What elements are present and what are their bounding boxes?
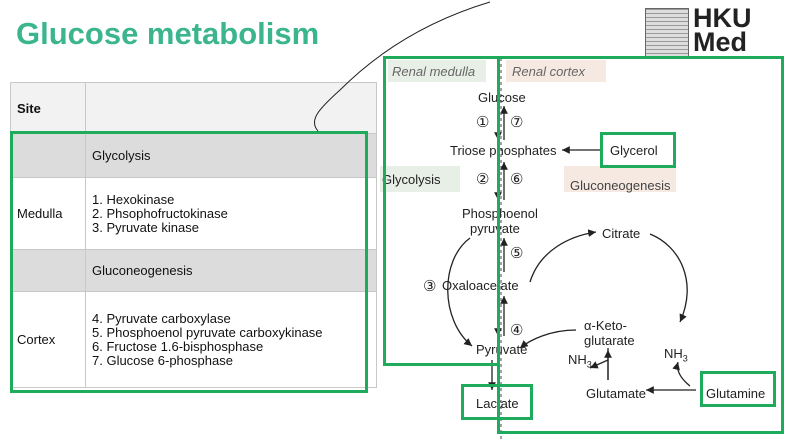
step-4: ④ [510,322,524,339]
cortex-row: Cortex 4. Pyruvate carboxylase 5. Phosph… [10,291,377,388]
pyruvate-label: Pyruvate [476,342,528,357]
renal-medulla-frame [383,56,500,366]
renal-cortex-label: Renal cortex [512,64,585,79]
renal-medulla-bg [388,60,486,82]
triose-label: Triose phosphates [450,143,557,158]
gluconeogenesis-bg [564,166,676,192]
step-5: ⑤ [510,245,524,262]
cortex-site: Cortex [10,291,86,388]
header-blank [85,82,377,134]
glucose-label: Glucose [478,90,526,105]
step-1: ① [476,114,490,131]
table-highlight-frame [10,131,368,393]
step-item: 5. Phosphoenol pyruvate carboxykinase [92,324,323,340]
aketo-label-1: α-Keto- [584,318,627,333]
step-item: 4. Pyruvate carboxylase [92,310,231,326]
renal-cortex-bg [506,60,606,82]
citrate-label: Citrate [602,226,641,241]
step-item: 6. Fructose 1.6-bisphosphase [92,338,264,354]
pep-label-2: pyruvate [470,221,520,236]
medulla-site: Medulla [10,177,86,250]
crest-icon [645,8,689,58]
gluconeogenesis-label: Gluconeogenesis [570,178,671,193]
logo-line2: Med [693,27,747,57]
logo-line1: HKU [693,3,752,33]
gluconeogenesis-row: Gluconeogenesis [10,249,377,292]
glycerol-label: Glycerol [610,143,658,158]
table-header-row: Site [10,82,377,134]
step-item: 7. Glucose 6-phosphase [92,352,233,368]
lactate-frame [461,384,533,420]
glutamine-frame [700,371,776,407]
header-site: Site [10,82,86,134]
aketo-label-2: glutarate [584,333,635,348]
glutamine-label: Glutamine [706,386,766,401]
step-3: ③ [423,278,437,295]
step-item: 2. Phsophofructokinase [92,205,228,221]
step-6: ⑥ [510,171,524,188]
glycolysis-bg [380,166,460,192]
hku-med-logo: HKU Med [645,3,791,58]
gluconeogenesis-label: Gluconeogenesis [85,249,377,292]
glutamate-label: Glutamate [586,386,646,401]
site-table: Site Glycolysis Medulla 1. Hexokinase 2.… [10,82,377,388]
glycerol-frame [600,132,676,168]
page-title: Glucose metabolism [16,16,320,51]
nh3-label-left: NH3 [568,352,592,370]
gluconeogenesis-site-blank [10,249,86,292]
glycolysis-label: Glycolysis [382,172,441,187]
renal-medulla-label: Renal medulla [392,64,476,79]
step-7: ⑦ [510,114,524,131]
nh3-label-right: NH3 [664,346,688,364]
medulla-row: Medulla 1. Hexokinase 2. Phsophofructoki… [10,177,377,250]
cortex-steps: 4. Pyruvate carboxylase 5. Phosphoenol p… [85,291,377,388]
step-item: 3. Pyruvate kinase [92,219,199,235]
step-2: ② [476,171,490,188]
medulla-steps: 1. Hexokinase 2. Phsophofructokinase 3. … [85,177,377,250]
renal-cortex-frame [497,56,784,434]
step-item: 1. Hexokinase [92,191,175,207]
callout-curve [313,1,491,132]
